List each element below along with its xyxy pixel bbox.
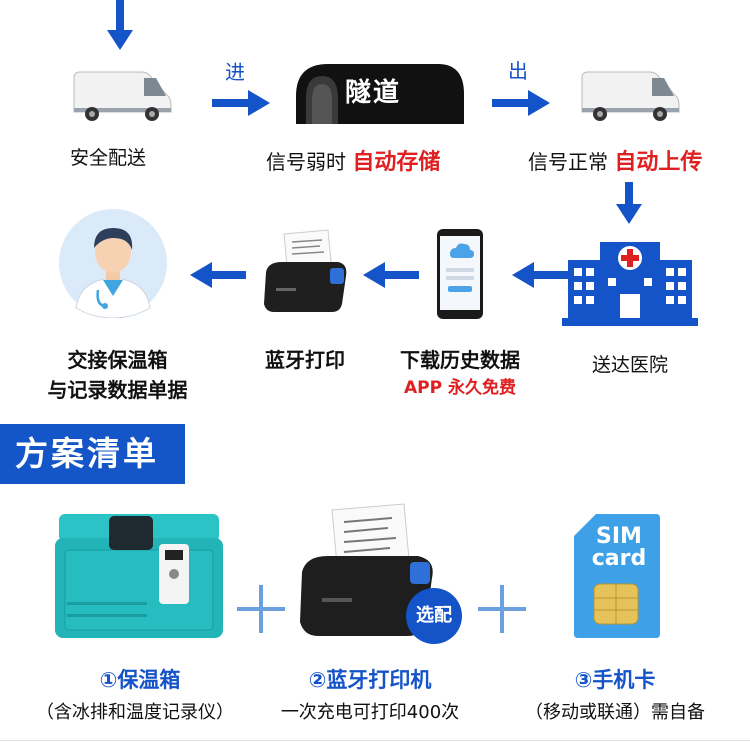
download-label: 下载历史数据 <box>400 348 520 372</box>
delivery-van-icon <box>73 71 172 121</box>
tunnel-icon <box>296 64 464 124</box>
hospital-label: 送达医院 <box>591 354 668 376</box>
normal-signal-action: 自动上传 <box>614 150 703 175</box>
arrow-left-icon <box>512 262 568 288</box>
arrow-down-icon <box>107 0 133 50</box>
bt-print-label: 蓝牙打印 <box>265 348 345 372</box>
plan-item-subtitle: （移动或联通）需自备 <box>525 702 705 723</box>
exit-label: 出 <box>508 59 528 83</box>
sim-card-icon <box>574 514 660 638</box>
plan-item-title: ②蓝牙打印机 <box>308 668 432 692</box>
weak-signal-prefix: 信号弱时 <box>266 150 346 174</box>
smartphone-icon <box>437 229 483 319</box>
normal-signal-text: 信号正常 自动上传 <box>528 144 702 176</box>
safe-delivery-label: 安全配送 <box>70 147 147 169</box>
arrow-right-icon <box>492 90 550 116</box>
app-free-label: APP 永久免费 <box>404 378 516 398</box>
plan-item-subtitle: （含冰排和温度记录仪） <box>36 702 234 723</box>
sim-line2: card <box>591 546 647 571</box>
weak-signal-action: 自动存储 <box>352 150 441 175</box>
bottom-divider <box>0 740 750 741</box>
arrow-left-icon <box>190 262 246 288</box>
hospital-icon <box>562 242 698 326</box>
plan-item-title: ①保温箱 <box>99 668 181 692</box>
normal-signal-prefix: 信号正常 <box>528 150 608 174</box>
arrow-left-icon <box>363 262 419 288</box>
handover-line2: 与记录数据单据 <box>47 378 188 402</box>
bluetooth-printer-icon <box>300 503 433 636</box>
plus-icon <box>478 585 526 633</box>
optional-badge: 选配 <box>406 588 462 644</box>
handover-line1: 交接保温箱 <box>67 348 168 372</box>
doctor-avatar-icon <box>59 209 167 318</box>
bluetooth-printer-icon <box>264 229 347 312</box>
delivery-van-icon <box>581 71 680 121</box>
sim-line1: SIM <box>596 524 642 549</box>
tunnel-label: 隧道 <box>345 78 402 108</box>
plus-icon <box>237 585 285 633</box>
weak-signal-text: 信号弱时 自动存储 <box>266 144 440 176</box>
enter-label: 进 <box>225 60 245 84</box>
plan-header: 方案清单 <box>0 424 185 484</box>
arrow-down-icon <box>616 182 642 224</box>
arrow-right-icon <box>212 90 270 116</box>
plan-item-title: ③手机卡 <box>574 668 656 692</box>
plan-item-subtitle: 一次充电可打印400次 <box>280 702 460 723</box>
cooler-box-icon <box>55 514 223 638</box>
